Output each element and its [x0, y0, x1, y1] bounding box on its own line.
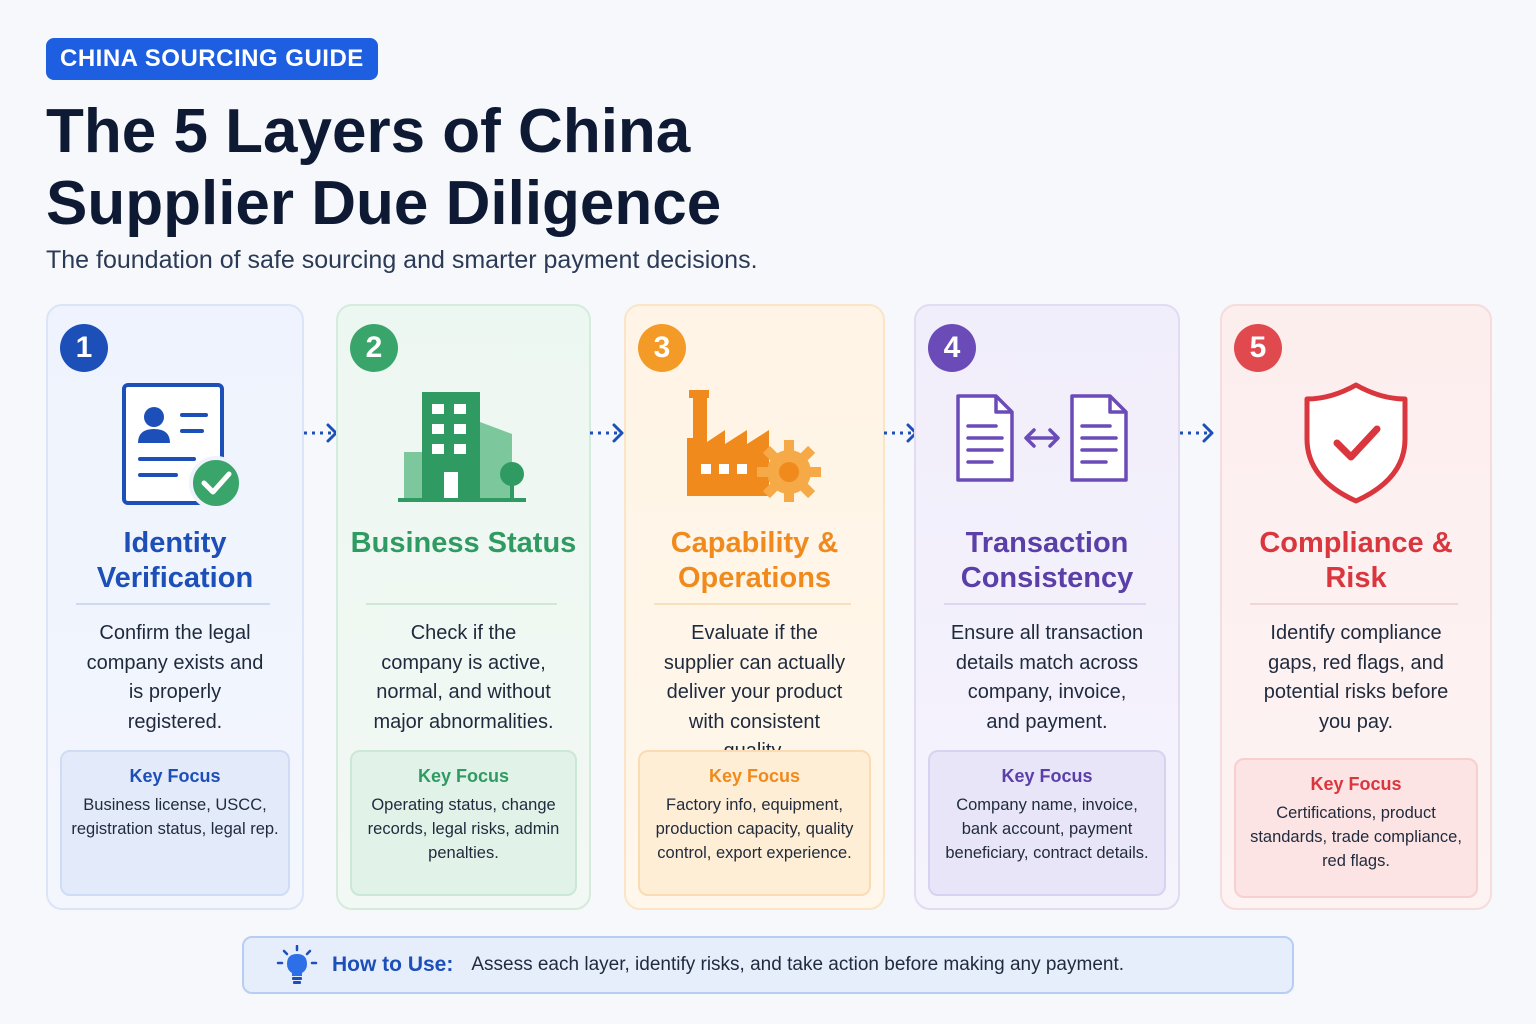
page-title: The 5 Layers of China Supplier Due Dilig… — [46, 97, 722, 238]
layer-card-3: 3 — [624, 304, 885, 910]
key-focus-box-1: Key Focus Business license, USCC, regist… — [60, 750, 290, 896]
key-focus-box-3: Key Focus Factory info, equipment, produ… — [638, 750, 871, 896]
layer-description-3: Evaluate if the supplier can actually de… — [663, 622, 846, 762]
key-focus-label-5: Key Focus — [1310, 774, 1402, 794]
layer-number-5: 5 — [1234, 324, 1282, 372]
key-focus-box-5: Key Focus Certifications, product standa… — [1234, 758, 1478, 898]
layer-description-4: Ensure all transaction details match acr… — [950, 622, 1144, 733]
key-focus-text-1: Business license, USCC, registration sta… — [71, 796, 279, 838]
page-subtitle: The foundation of safe sourcing and smar… — [46, 246, 758, 274]
layer-divider-3 — [654, 603, 851, 605]
layer-title-4: Transaction Consistency — [960, 527, 1134, 594]
layer-description-5: Identify compliance gaps, red flags, and… — [1263, 622, 1449, 733]
documents-compare-icon — [956, 394, 1128, 482]
how-to-use-bar: How to Use: Assess each layer, identify … — [242, 936, 1294, 994]
office-building-icon — [397, 392, 526, 502]
arrow-right-icon — [1180, 423, 1214, 443]
layer-divider-1 — [76, 603, 270, 605]
layer-title-1: Identity Verification — [96, 527, 254, 594]
key-focus-label-3: Key Focus — [708, 766, 801, 786]
layer-card-1: 1 Identity Verification Confirm the lega… — [46, 304, 304, 910]
layer-title-5: Compliance & Risk — [1259, 527, 1453, 594]
key-focus-text-4: Company name, invoice, bank account, pay… — [945, 796, 1149, 862]
layer-number-1: 1 — [60, 324, 108, 372]
arrow-right-icon — [590, 423, 624, 443]
key-focus-box-2: Key Focus Operating status, change recor… — [350, 750, 577, 896]
key-focus-text-5: Certifications, product standards, trade… — [1250, 804, 1462, 870]
layer-card-2: 2 Business Status Check if the company i… — [336, 304, 591, 910]
layer-divider-4 — [944, 603, 1146, 605]
layer-title-3: Capability & Operations — [670, 527, 839, 594]
key-focus-box-4: Key Focus Company name, invoice, bank ac… — [928, 750, 1166, 896]
shield-check-icon — [1304, 382, 1408, 504]
key-focus-text-2: Operating status, change records, legal … — [367, 796, 560, 862]
factory-gear-icon — [686, 390, 821, 502]
layer-number-2: 2 — [350, 324, 398, 372]
layer-divider-5 — [1250, 603, 1458, 605]
layer-divider-2 — [366, 603, 557, 605]
layer-card-4: 4 Transaction Consistency En — [914, 304, 1180, 910]
key-focus-label-2: Key Focus — [417, 766, 510, 786]
key-focus-text-3: Factory info, equipment, production capa… — [655, 796, 854, 862]
layer-title-2: Business Status — [350, 527, 577, 559]
layer-card-5: 5 Compliance & Risk Identify compliance … — [1220, 304, 1492, 910]
layer-number-4: 4 — [928, 324, 976, 372]
guide-badge: CHINA SOURCING GUIDE — [46, 38, 378, 80]
id-card-check-icon — [122, 383, 240, 507]
how-to-use-label: How to Use: — [332, 953, 454, 976]
key-focus-label-1: Key Focus — [129, 766, 221, 786]
how-to-use-text: Assess each layer, identify risks, and t… — [471, 954, 1125, 975]
lightbulb-icon — [276, 945, 318, 984]
layer-description-1: Confirm the legal company exists and is … — [86, 622, 264, 733]
layer-number-3: 3 — [638, 324, 686, 372]
layer-description-2: Check if the company is active, normal, … — [373, 622, 554, 733]
key-focus-label-4: Key Focus — [1001, 766, 1093, 786]
